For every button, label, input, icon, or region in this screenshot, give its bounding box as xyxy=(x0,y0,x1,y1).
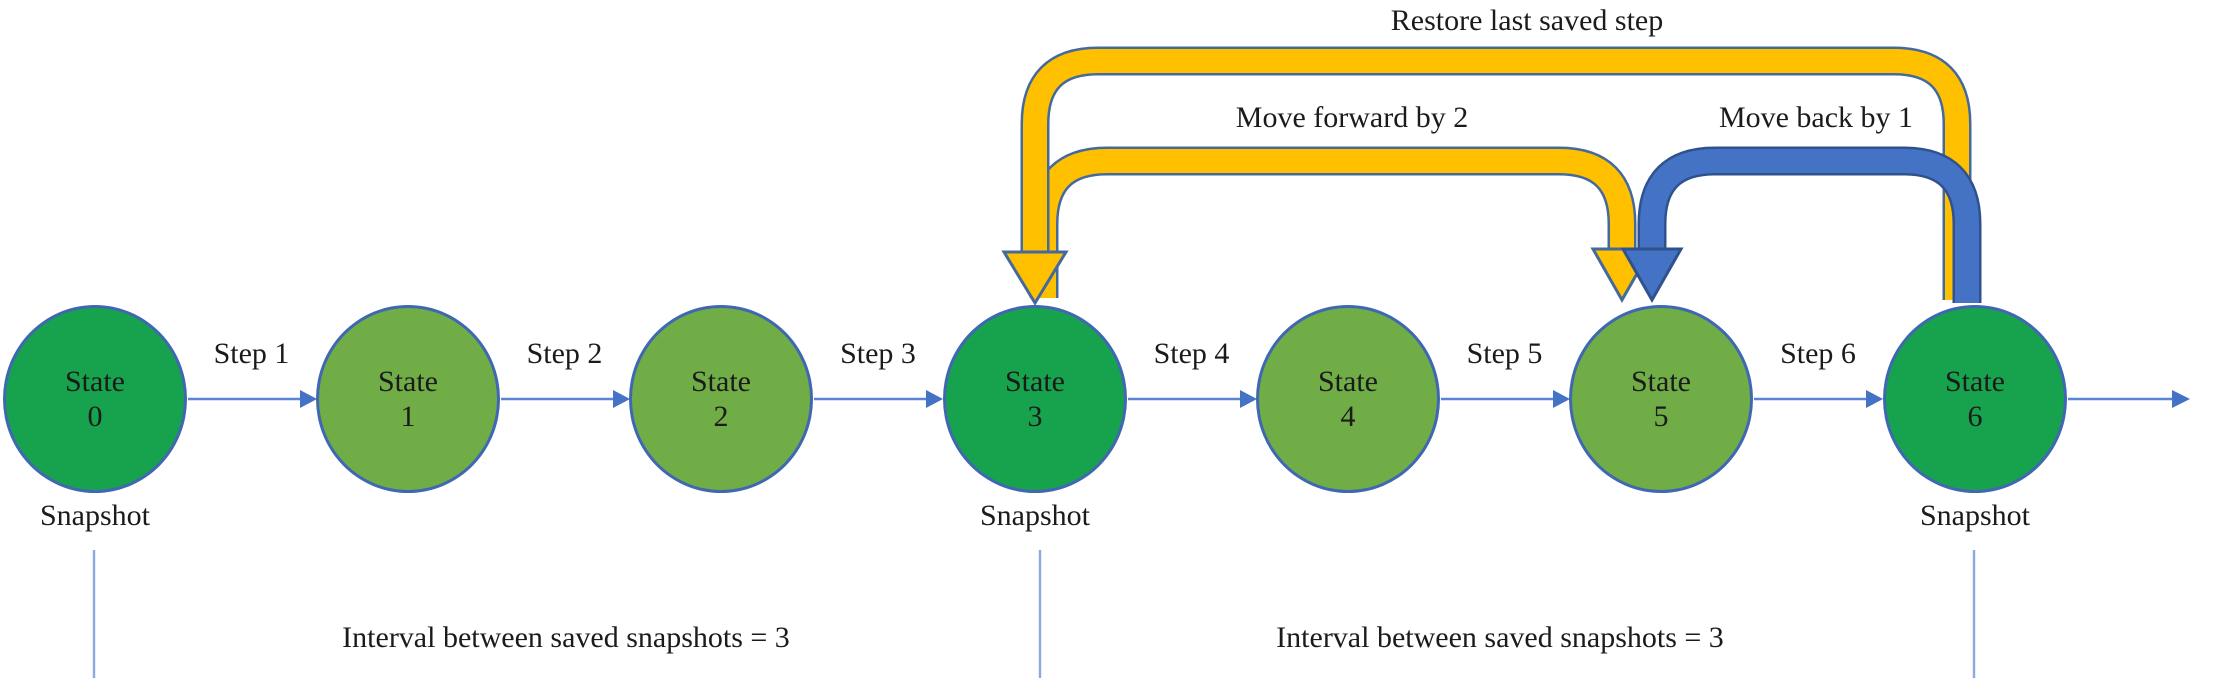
step-label-1: Step 1 xyxy=(213,337,290,370)
move-forward-arrow xyxy=(1029,146,1654,304)
state-label: State xyxy=(691,365,751,398)
state-label: State xyxy=(1318,365,1378,398)
restore-band xyxy=(1023,49,1969,300)
interval-label-left: Interval between saved snapshots = 3 xyxy=(342,621,790,654)
arrowhead-icon xyxy=(613,390,630,408)
step-label-2: Step 2 xyxy=(526,337,603,370)
restore-arrowhead-icon xyxy=(1001,250,1069,306)
state-label: State xyxy=(1005,365,1065,398)
state-number: 3 xyxy=(1027,400,1043,433)
move-forward-band-outline xyxy=(1029,146,1637,298)
arrowhead-icon xyxy=(1240,390,1257,408)
move-back-arrowhead-icon xyxy=(1620,247,1684,304)
state-number: 1 xyxy=(400,400,416,433)
snapshot-label-3: Snapshot xyxy=(979,499,1091,532)
state-label: State xyxy=(1945,365,2005,398)
move-forward-arrow-label: Move forward by 2 xyxy=(1235,101,1469,134)
restore-arrow-label: Restore last saved step xyxy=(1390,4,1664,37)
move-back-arrow-label: Move back by 1 xyxy=(1718,101,1914,134)
move-back-arrow xyxy=(1620,146,1982,304)
arrowhead-icon xyxy=(300,390,317,408)
snapshot-label-0: Snapshot xyxy=(39,499,151,532)
move-forward-band xyxy=(1032,149,1634,298)
step-label-5: Step 5 xyxy=(1466,337,1543,370)
state-number: 5 xyxy=(1653,400,1669,433)
restore-arrow xyxy=(1001,46,1972,306)
state-label: State xyxy=(1631,365,1691,398)
state-number: 4 xyxy=(1340,400,1356,433)
state-number: 2 xyxy=(713,400,729,433)
step-label-3: Step 3 xyxy=(840,337,916,370)
move-back-band xyxy=(1640,149,1979,303)
step-label-6: Step 6 xyxy=(1780,337,1856,370)
state-label: State xyxy=(378,365,438,398)
interval-label-right: Interval between saved snapshots = 3 xyxy=(1276,621,1724,654)
step-connectors xyxy=(188,390,2190,408)
move-back-band-outline xyxy=(1637,146,1982,303)
state-number: 6 xyxy=(1967,400,1983,433)
state-label: State xyxy=(65,365,125,398)
arrowhead-icon xyxy=(2172,390,2190,408)
arrowhead-icon xyxy=(1553,390,1570,408)
arrowhead-icon xyxy=(926,390,943,408)
restore-band-outline xyxy=(1020,46,1972,300)
step-label-4: Step 4 xyxy=(1153,337,1230,370)
state-number: 0 xyxy=(87,400,103,433)
arrowhead-icon xyxy=(1866,390,1883,408)
snapshot-label-6: Snapshot xyxy=(1919,499,2031,532)
